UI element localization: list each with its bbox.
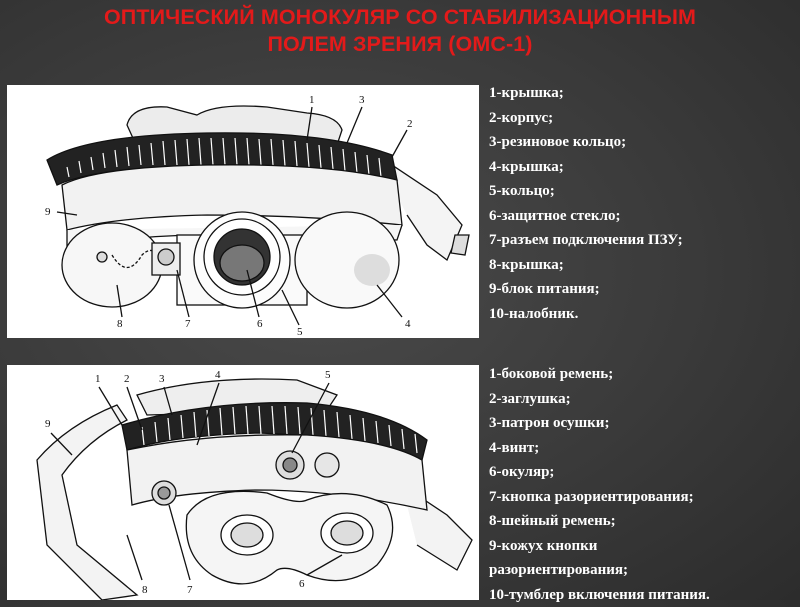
legend-bottom: 1-боковой ремень; 2-заглушка; 3-патрон о… [489, 362, 710, 607]
monocular-front-drawing: 1 3 2 9 8 7 6 5 4 [7, 85, 479, 338]
legend-bottom-item: разориентирования; [489, 558, 710, 583]
monocular-rear-drawing: 1 2 3 4 5 9 8 7 6 [7, 365, 479, 600]
legend-bottom-item: 10-тумблер включения питания. [489, 583, 710, 607]
callout-1: 1 [95, 373, 101, 385]
diagram-panel-bottom: 1 2 3 4 5 9 8 7 6 [7, 365, 479, 600]
diagram-panel-top: 1 3 2 9 8 7 6 5 4 [7, 85, 479, 338]
legend-top-item: 10-налобник. [489, 302, 683, 327]
legend-top-item: 2-корпус; [489, 106, 683, 131]
callout-3: 3 [159, 373, 165, 385]
legend-bottom-item: 3-патрон осушки; [489, 411, 710, 436]
legend-top-item: 7-разъем подключения ПЗУ; [489, 228, 683, 253]
title-line-1: ОПТИЧЕСКИЙ МОНОКУЛЯР СО СТАБИЛИЗАЦИОННЫМ [0, 4, 800, 31]
callout-6: 6 [299, 578, 305, 590]
legend-bottom-item: 2-заглушка; [489, 387, 710, 412]
callout-1: 1 [309, 94, 315, 106]
legend-top-item: 5-кольцо; [489, 179, 683, 204]
legend-bottom-item: 8-шейный ремень; [489, 509, 710, 534]
slide-title: ОПТИЧЕСКИЙ МОНОКУЛЯР СО СТАБИЛИЗАЦИОННЫМ… [0, 4, 800, 58]
legend-top-item: 6-защитное стекло; [489, 204, 683, 229]
callout-2: 2 [407, 118, 413, 130]
legend-top-item: 4-крышка; [489, 155, 683, 180]
legend-top-item: 1-крышка; [489, 81, 683, 106]
callout-4: 4 [215, 369, 221, 381]
callout-9: 9 [45, 206, 51, 218]
legend-top-item: 3-резиновое кольцо; [489, 130, 683, 155]
legend-top-item: 8-крышка; [489, 253, 683, 278]
title-line-2: ПОЛЕМ ЗРЕНИЯ (ОМС-1) [0, 31, 800, 58]
callout-4: 4 [405, 318, 411, 330]
legend-bottom-item: 6-окуляр; [489, 460, 710, 485]
callout-7: 7 [185, 318, 191, 330]
callout-8: 8 [142, 584, 148, 596]
callout-5: 5 [325, 369, 331, 381]
callout-9: 9 [45, 418, 51, 430]
callout-2: 2 [124, 373, 130, 385]
callout-8: 8 [117, 318, 123, 330]
callout-5: 5 [297, 326, 303, 338]
callout-6: 6 [257, 318, 263, 330]
legend-bottom-item: 7-кнопка разориентирования; [489, 485, 710, 510]
legend-top: 1-крышка; 2-корпус; 3-резиновое кольцо; … [489, 81, 683, 326]
legend-top-item: 9-блок питания; [489, 277, 683, 302]
legend-bottom-item: 4-винт; [489, 436, 710, 461]
legend-bottom-item: 9-кожух кнопки [489, 534, 710, 559]
callout-3: 3 [359, 94, 365, 106]
callout-7: 7 [187, 584, 193, 596]
legend-bottom-item: 1-боковой ремень; [489, 362, 710, 387]
